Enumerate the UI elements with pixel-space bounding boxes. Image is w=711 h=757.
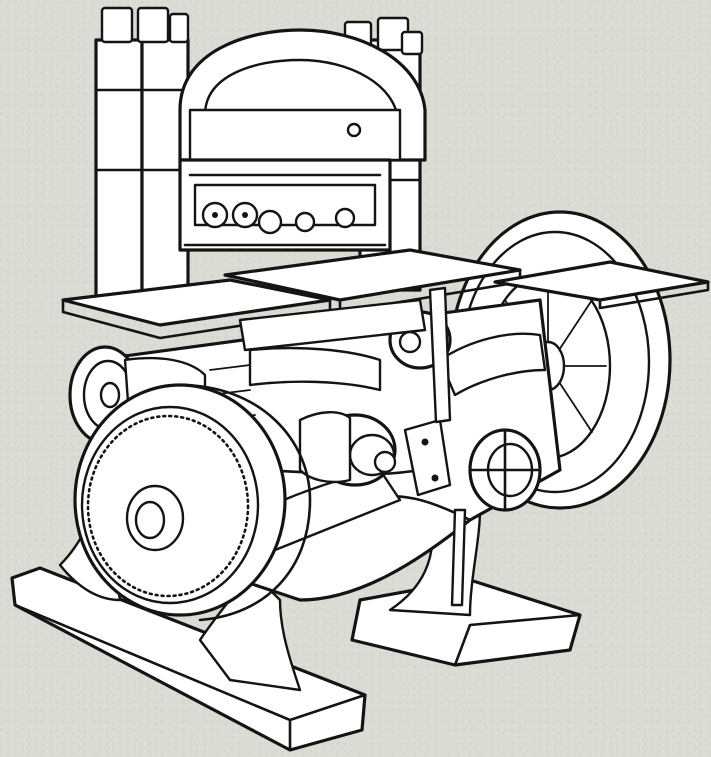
arched-crown bbox=[178, 28, 427, 162]
drive-gears bbox=[209, 286, 547, 607]
roller-assembly bbox=[178, 158, 392, 252]
front-flywheel bbox=[73, 383, 312, 622]
